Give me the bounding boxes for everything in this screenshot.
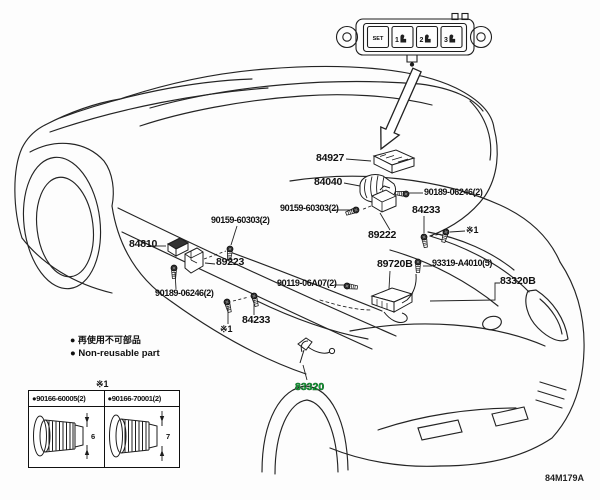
grommet-dimension-6: 6 bbox=[91, 432, 95, 441]
non-reusable-parts-table: ●90166-60005(2) ●90166-70001(2) bbox=[28, 390, 180, 468]
table-header-90166-60005[interactable]: ●90166-60005(2) bbox=[29, 391, 105, 406]
table-cell-grommet-7: 7 bbox=[105, 407, 180, 467]
part-89223-drawing bbox=[184, 247, 204, 274]
part-label-84233-bottom[interactable]: 84233 bbox=[242, 314, 271, 326]
seat-icon bbox=[400, 34, 407, 43]
ref-mark-table: ※1 bbox=[96, 379, 109, 389]
part-89720b-ecu-drawing bbox=[370, 273, 417, 323]
part-label-84233-top[interactable]: 84233 bbox=[412, 204, 441, 216]
part-label-90189-top[interactable]: 90189-06246(2) bbox=[424, 187, 483, 197]
part-label-90159-b[interactable]: 90159-60303(2) bbox=[211, 215, 270, 225]
switch-button-2-label: 2 bbox=[420, 37, 424, 44]
seat-memory-switch-drawing: SET 1 2 3 bbox=[335, 12, 493, 67]
seat-icon bbox=[424, 34, 431, 43]
table-body-row: 6 7 bbox=[29, 407, 179, 467]
part-label-84040[interactable]: 84040 bbox=[314, 176, 343, 188]
part-label-89222[interactable]: 89222 bbox=[368, 229, 397, 241]
part-label-93319[interactable]: 93319-A4010(5) bbox=[432, 258, 492, 268]
switch-button-1-label: 1 bbox=[395, 37, 399, 44]
seat-icon bbox=[449, 34, 456, 43]
table-header-90166-70001[interactable]: ●90166-70001(2) bbox=[107, 394, 162, 403]
part-83320-fuel-sender-drawing bbox=[297, 337, 336, 364]
part-label-90119[interactable]: 90119-06A07(2) bbox=[277, 278, 337, 288]
ref-mark-top: ※1 bbox=[466, 225, 479, 235]
part-label-89223[interactable]: 89223 bbox=[216, 256, 245, 268]
grommet-drawing-7: 7 bbox=[108, 411, 170, 461]
pointer-arrow bbox=[380, 67, 422, 151]
ref-mark-mid: ※1 bbox=[220, 324, 233, 334]
part-label-83320b[interactable]: 83320B bbox=[500, 275, 536, 287]
leader-lines bbox=[154, 158, 500, 381]
table-cell-grommet-6: 6 bbox=[29, 407, 105, 467]
part-label-83320-highlighted[interactable]: 83320 bbox=[295, 381, 325, 393]
diagram-code: 84M179A bbox=[545, 473, 585, 483]
grommet-drawing-6: 6 bbox=[33, 413, 95, 459]
part-label-84927[interactable]: 84927 bbox=[316, 152, 345, 164]
switch-button-set-label: SET bbox=[373, 36, 384, 42]
part-84927-drawing bbox=[372, 149, 416, 174]
part-label-84810[interactable]: 84810 bbox=[129, 238, 158, 250]
legend-jp: ● 再使用不可部品 bbox=[70, 335, 141, 345]
switch-button-3-label: 3 bbox=[444, 37, 448, 44]
grommet-dimension-7: 7 bbox=[166, 432, 170, 441]
part-89222-drawing bbox=[371, 185, 397, 213]
part-label-89720b[interactable]: 89720B bbox=[377, 258, 413, 270]
legend-en: ● Non-reusable part bbox=[70, 348, 160, 360]
part-84810-drawing bbox=[166, 237, 190, 257]
legend: ● 再使用不可部品 ● Non-reusable part bbox=[70, 334, 160, 361]
part-label-90159-a[interactable]: 90159-60303(2) bbox=[280, 203, 339, 213]
part-label-90189-bottom[interactable]: 90189-06246(2) bbox=[155, 288, 214, 298]
car-outline bbox=[14, 65, 585, 475]
table-header-row: ●90166-60005(2) ●90166-70001(2) bbox=[29, 391, 179, 407]
